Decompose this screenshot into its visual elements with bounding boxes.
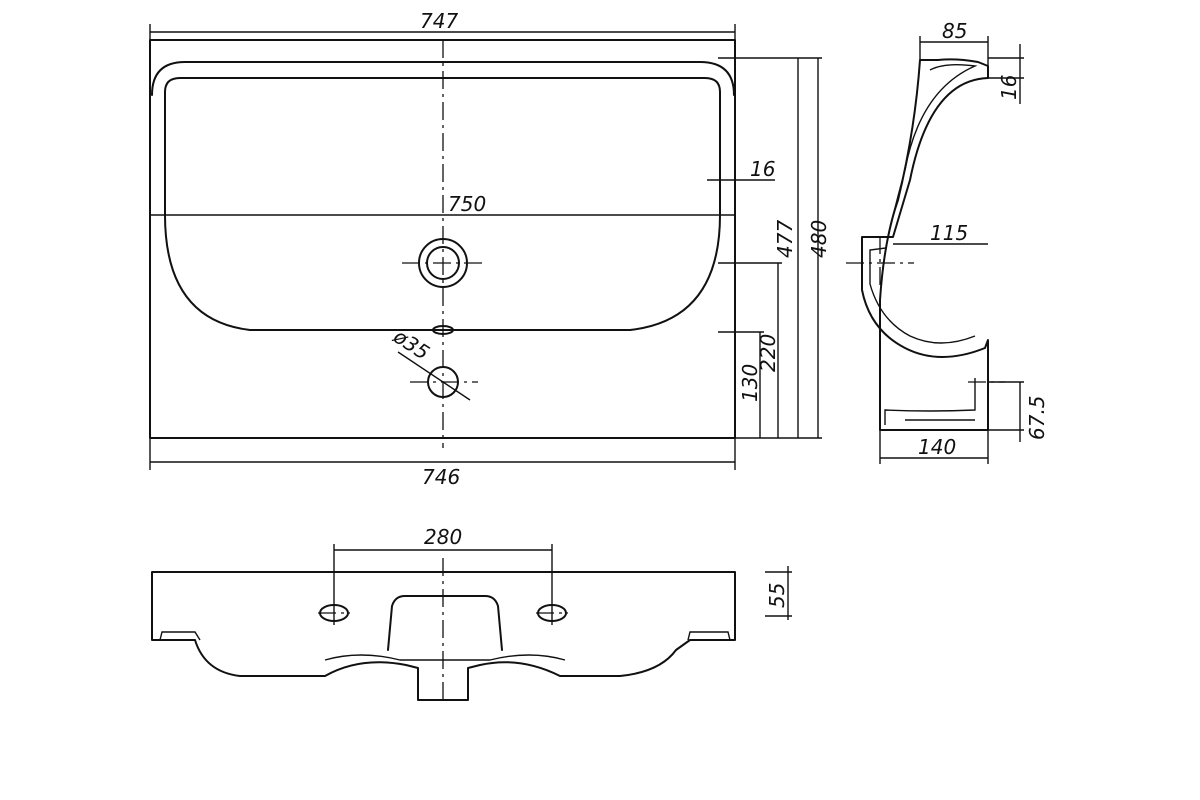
- top-view: 747 750 16 746 480 477 220 130 ø35: [149, 9, 831, 489]
- dim-130-text: 130: [738, 364, 762, 402]
- tap-hole-leader: [397, 351, 471, 401]
- dim-750-text: 750: [448, 192, 486, 216]
- front-view: 280 55: [151, 525, 792, 705]
- dim-480-text: 480: [807, 220, 831, 258]
- front-rim-left: [159, 631, 201, 641]
- front-drain-bowl: [324, 654, 566, 661]
- dim-85-text: 85: [942, 19, 967, 43]
- side-inner-profile: [869, 63, 978, 344]
- dim-747-text: 747: [420, 9, 458, 33]
- bowl-outline: [164, 77, 721, 331]
- rim-edge: [151, 61, 735, 96]
- dim-477-text: 477: [773, 220, 797, 258]
- front-rim-right: [687, 631, 731, 641]
- front-drain-housing: [387, 595, 503, 651]
- side-base-detail: [884, 378, 976, 425]
- dim-280-text: 280: [424, 525, 462, 549]
- drain-outer: [418, 238, 468, 288]
- drain-inner: [426, 246, 460, 280]
- dim-16-side-text: 16: [997, 75, 1021, 100]
- dim-746-text: 746: [422, 465, 460, 489]
- side-view: 85 16 115 140 67.5: [846, 19, 1049, 464]
- dim-140-text: 140: [918, 435, 956, 459]
- dim-55-text: 55: [765, 583, 789, 608]
- dim-115-text: 115: [930, 221, 968, 245]
- dim-220-text: 220: [756, 334, 780, 372]
- dim-16-text: 16: [750, 157, 775, 181]
- front-outline: [151, 571, 736, 701]
- dim-675-text: 67.5: [1025, 395, 1049, 440]
- overflow-slot: [432, 325, 454, 335]
